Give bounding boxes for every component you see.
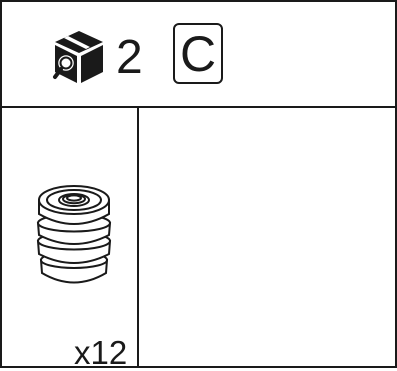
step-number: 2 <box>116 31 143 84</box>
part-quantity-label: x12 <box>74 334 128 371</box>
parts-panel-divider <box>137 107 139 368</box>
package-search-icon <box>53 31 103 83</box>
threaded-insert-icon <box>36 185 112 284</box>
header-divider <box>0 106 397 108</box>
version-label: C <box>173 23 223 84</box>
